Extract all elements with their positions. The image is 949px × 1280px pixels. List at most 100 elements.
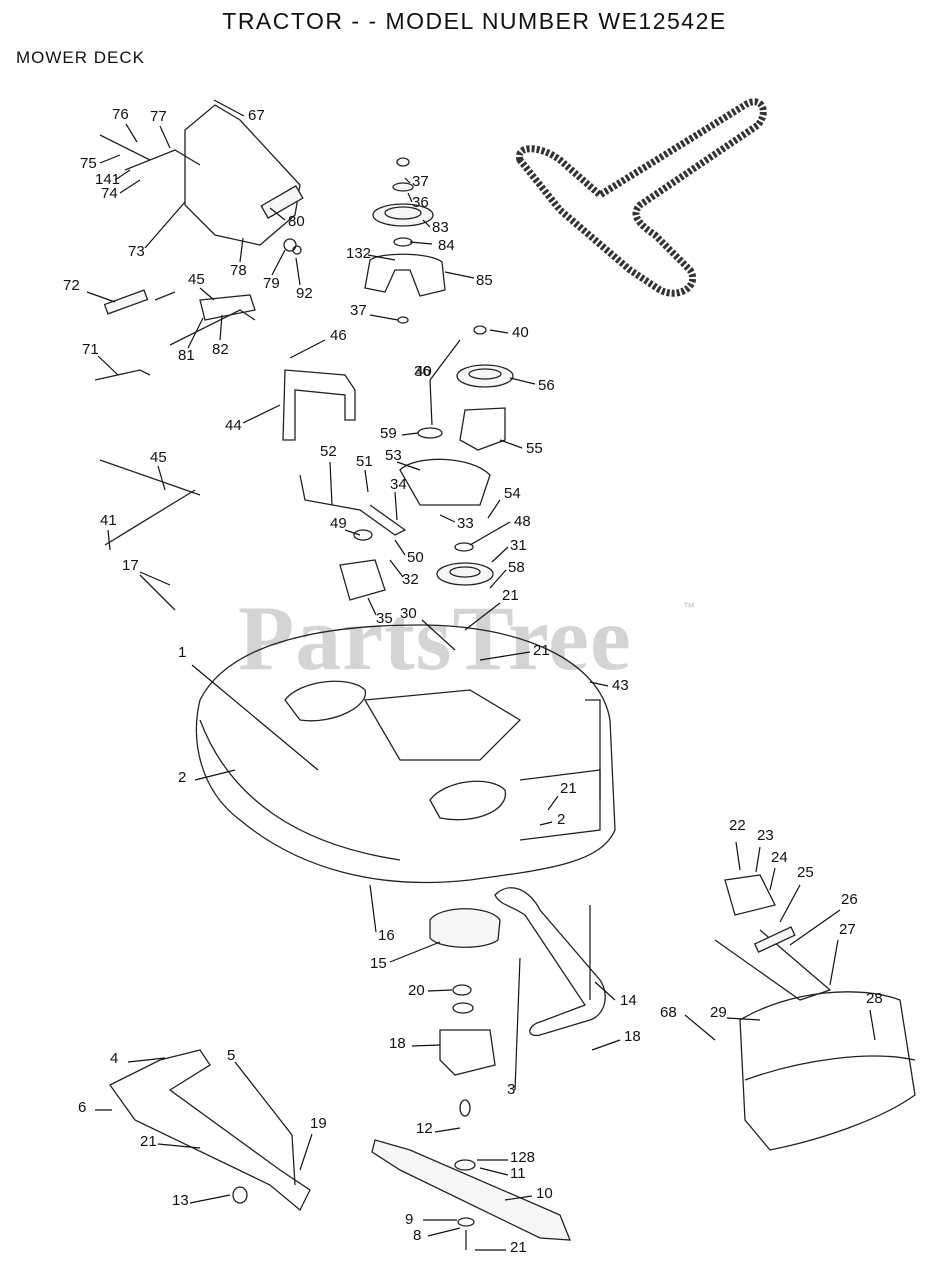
part-callout: 28 xyxy=(866,990,883,1007)
leader-line xyxy=(491,546,509,563)
leader-line xyxy=(114,169,131,181)
leader-line xyxy=(829,939,839,986)
mower-blade xyxy=(371,1139,571,1241)
part-callout: 31 xyxy=(510,537,527,554)
leader-line xyxy=(234,1061,293,1136)
part-callout: 59 xyxy=(380,425,397,442)
leader-line xyxy=(213,99,245,117)
part-callout: 24 xyxy=(771,849,788,866)
leader-line xyxy=(409,241,433,245)
leader-line xyxy=(194,769,236,781)
part-callout: 68 xyxy=(660,1004,677,1021)
leader-line xyxy=(219,314,223,341)
part-callout: 1 xyxy=(178,644,186,661)
part-callout: 27 xyxy=(839,921,856,938)
leader-line xyxy=(189,1194,231,1204)
part-callout: 25 xyxy=(797,864,814,881)
part-callout: 40 xyxy=(415,363,432,380)
leader-line xyxy=(157,1143,201,1149)
part-callout: 43 xyxy=(612,677,629,694)
leader-line xyxy=(735,841,741,871)
part-callout: 8 xyxy=(413,1227,421,1244)
leader-line xyxy=(755,846,761,873)
part-callout: 83 xyxy=(432,219,449,236)
leader-line xyxy=(489,329,509,334)
leader-line xyxy=(439,514,456,523)
leader-line xyxy=(299,1133,313,1171)
part-callout: 77 xyxy=(150,108,167,125)
part-callout: 46 xyxy=(330,327,347,344)
leader-line xyxy=(591,1039,621,1051)
mower-deck xyxy=(195,624,616,884)
leader-line xyxy=(97,355,119,376)
leader-line xyxy=(404,177,411,184)
part-callout: 71 xyxy=(82,341,99,358)
leader-line xyxy=(401,432,419,436)
leader-line xyxy=(489,569,507,589)
part-callout: 44 xyxy=(225,417,242,434)
part-callout: 45 xyxy=(150,449,167,466)
part-callout: 49 xyxy=(330,515,347,532)
leader-line xyxy=(367,597,377,616)
idler-arm-20 xyxy=(494,887,606,1037)
part-callout: 92 xyxy=(296,285,313,302)
leader-line xyxy=(434,1127,461,1133)
pulley-32 xyxy=(436,562,494,586)
leader-line xyxy=(514,957,521,1091)
part-callout: 3 xyxy=(507,1081,515,1098)
part-callout: 21 xyxy=(502,587,519,604)
diagram-title: TRACTOR - - MODEL NUMBER WE12542E xyxy=(222,8,727,34)
leader-line xyxy=(369,314,399,321)
part-callout: 23 xyxy=(757,827,774,844)
leader-line xyxy=(389,941,441,963)
leader-line xyxy=(396,461,421,471)
part-callout: 14 xyxy=(620,992,637,1009)
part-callout: 54 xyxy=(504,485,521,502)
leader-line xyxy=(364,469,369,493)
part-callout: 41 xyxy=(100,512,117,529)
leader-line xyxy=(99,154,121,164)
deck-bracket-left xyxy=(109,1049,311,1212)
part-callout: 37 xyxy=(350,302,367,319)
leader-line xyxy=(119,179,141,194)
part-callout: 80 xyxy=(288,213,305,230)
spindle-cover xyxy=(429,908,501,948)
leader-line xyxy=(487,499,501,519)
idler-arm xyxy=(299,474,407,536)
part-callout: 21 xyxy=(140,1133,157,1150)
part-callout: 79 xyxy=(263,275,280,292)
leader-line xyxy=(394,491,398,521)
part-callout: 26 xyxy=(841,891,858,908)
part-callout: 21 xyxy=(560,780,577,797)
leader-line xyxy=(422,219,431,228)
part-callout: 56 xyxy=(538,377,555,394)
leader-line xyxy=(464,602,501,631)
part-callout: 20 xyxy=(408,982,425,999)
leader-line xyxy=(295,257,301,286)
part-callout: 19 xyxy=(310,1115,327,1132)
leader-line xyxy=(289,339,326,359)
part-callout: 18 xyxy=(624,1028,641,1045)
leader-line xyxy=(684,1014,716,1041)
leader-line xyxy=(242,404,281,424)
part-callout: 128 xyxy=(510,1149,535,1166)
lower-pulley-stack xyxy=(399,325,514,506)
part-callout: 76 xyxy=(112,106,129,123)
part-callout: 22 xyxy=(729,817,746,834)
part-callout: 78 xyxy=(230,262,247,279)
part-callout: 73 xyxy=(128,243,145,260)
leader-line xyxy=(394,539,406,556)
part-callout: 16 xyxy=(378,927,395,944)
part-callout: 29 xyxy=(710,1004,727,1021)
idler-bracket xyxy=(282,369,356,441)
leader-line xyxy=(421,619,456,651)
part-callout: 55 xyxy=(526,440,543,457)
leader-line xyxy=(369,884,377,933)
part-callout: 132 xyxy=(346,245,371,262)
leader-line xyxy=(427,1227,461,1237)
leader-line xyxy=(769,867,776,891)
drive-belt xyxy=(515,98,767,297)
upper-pulley-stack xyxy=(364,157,446,324)
leader-line xyxy=(329,461,333,506)
